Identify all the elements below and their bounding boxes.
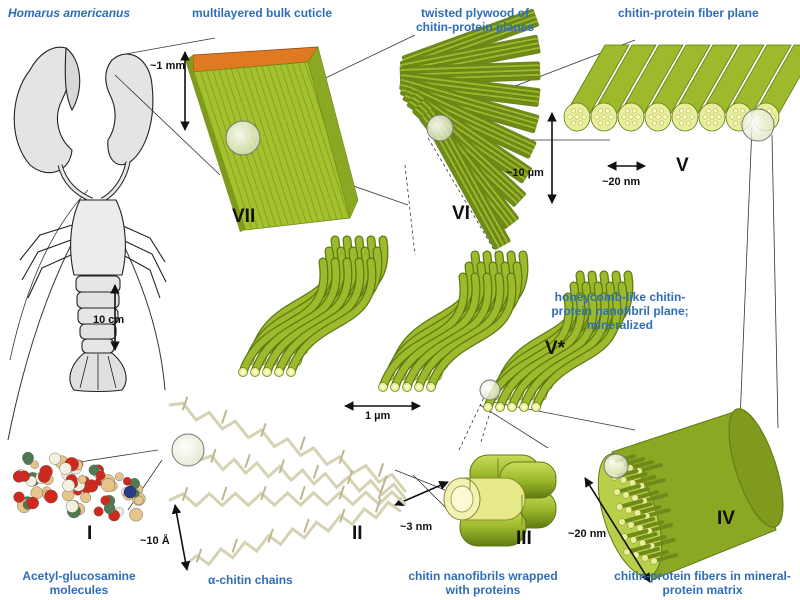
nanofibril-plane [238, 235, 634, 412]
caption-bulk-cuticle: multilayered bulk cuticle [192, 6, 333, 20]
caption-alpha-chitin: α-chitin chains [208, 573, 293, 587]
level-label-v-star: V* [545, 338, 566, 359]
scale-cuticle: ~1 mm [150, 60, 186, 72]
caption-twisted-plywood: twisted plywood of chitin-protein planes [415, 6, 534, 34]
nanofibril-group [483, 270, 634, 412]
fiber-tube [671, 44, 738, 132]
fiber-tube [698, 44, 765, 132]
fiber-scale-arrow [584, 477, 651, 583]
scale-chain: ~10 Å [140, 535, 170, 547]
chain-zoom-lens [171, 433, 205, 467]
fiber-tube [563, 44, 630, 132]
species-name: Homarus americanus [8, 6, 131, 20]
polymer-chain [168, 490, 407, 508]
caption-honeycomb-plane: honeycomb-like chitin-protein nanofibril… [551, 290, 689, 332]
nanofibril-group [378, 250, 529, 392]
scale-fiber: ~20 nm [568, 528, 607, 540]
fiber-tube [617, 44, 684, 132]
nanofibril-bundle [443, 454, 557, 547]
level-label-iii: III [516, 528, 532, 549]
polymer-chain [183, 500, 402, 567]
scale-plywood: ~10 µm [506, 167, 544, 179]
level-label-vii: VII [232, 206, 256, 227]
lobster-illustration [7, 46, 167, 441]
fiber-plane [563, 44, 800, 142]
scale-nanofibril: ~3 nm [400, 521, 433, 533]
fiber-bundle [597, 408, 784, 581]
level-label-v: V [676, 155, 689, 176]
cuticle-block [185, 46, 359, 232]
polymer-chain [168, 401, 407, 493]
fiber-tube [590, 44, 657, 132]
level-label-ii: II [352, 523, 363, 544]
caption-fibers-matrix: chitin-protein fibers in mineral-protein… [614, 569, 791, 597]
level-label-iv: IV [717, 508, 735, 529]
level-label-i: I [87, 523, 93, 544]
plywood-zoom-lens [426, 114, 454, 142]
plywood-layer [427, 119, 511, 250]
polymer-chain [198, 454, 407, 500]
plywood-stack [399, 8, 541, 250]
level-label-vi: VI [452, 203, 470, 224]
caption-acetyl-glucosamine: Acetyl-glucosamine molecules [22, 569, 136, 597]
scale-nanofibril-plane: 1 µm [365, 410, 391, 422]
alpha-chitin-chains [168, 396, 407, 567]
caption-fiber-plane: chitin-protein fiber plane [618, 6, 759, 20]
scale-fiber-plane: ~20 nm [602, 176, 641, 188]
nanofibril-group [238, 235, 389, 377]
acetyl-glucosamine-molecule [12, 451, 146, 522]
chain-scale-arrow [171, 504, 191, 571]
fiber-tube [644, 44, 711, 132]
scale-lobster: 10 cm [93, 314, 125, 326]
caption-nanofibrils: chitin nanofibrils wrapped with proteins [408, 569, 558, 597]
